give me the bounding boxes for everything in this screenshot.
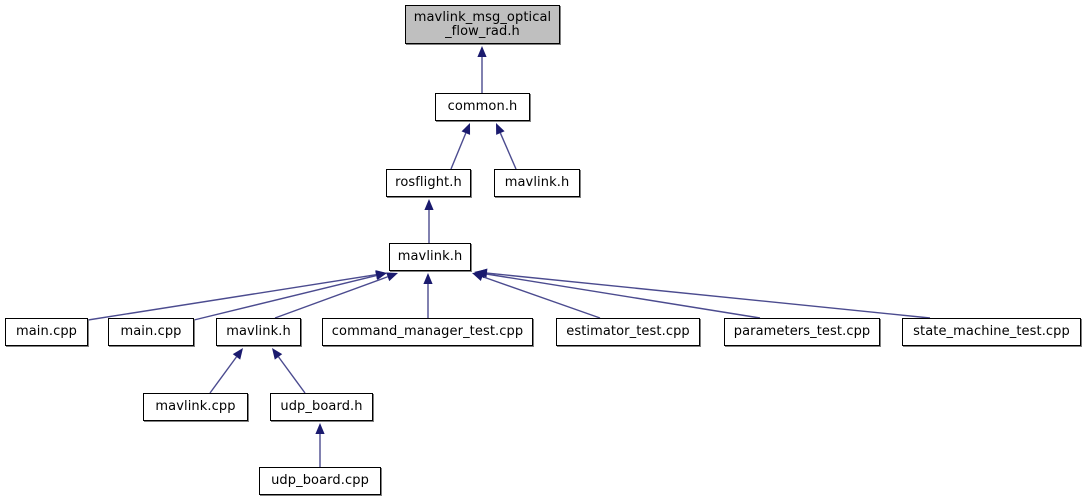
graph-edge xyxy=(477,46,487,93)
graph-node-estimator_test[interactable]: estimator_test.cpp xyxy=(556,318,700,346)
graph-edge-arrowhead xyxy=(375,271,387,281)
graph-edge-arrowhead xyxy=(477,46,487,57)
graph-node-parameters_test[interactable]: parameters_test.cpp xyxy=(724,318,880,346)
graph-node-command_manager_test[interactable]: command_manager_test.cpp xyxy=(322,318,533,346)
graph-edge xyxy=(315,423,325,467)
graph-edge-arrowhead xyxy=(476,268,488,278)
graph-edge xyxy=(209,348,243,394)
graph-edge-arrowhead xyxy=(424,199,434,210)
graph-edge xyxy=(472,272,601,319)
graph-node-mavlink_top[interactable]: mavlink.h xyxy=(494,169,580,197)
graph-edge-arrowhead xyxy=(423,273,433,284)
graph-node-mavlink_mid[interactable]: mavlink.h xyxy=(389,243,471,271)
graph-node-udp_board_h[interactable]: udp_board.h xyxy=(270,393,373,421)
graph-edge xyxy=(272,348,306,394)
graph-edge xyxy=(424,199,434,243)
graph-edge-arrowhead xyxy=(386,272,398,282)
graph-edge xyxy=(193,271,387,321)
graph-node-mavlink_cpp[interactable]: mavlink.cpp xyxy=(143,393,248,421)
graph-node-udp_board_cpp[interactable]: udp_board.cpp xyxy=(259,467,381,495)
graph-edge-arrowhead xyxy=(232,348,243,360)
graph-node-state_machine_test[interactable]: state_machine_test.cpp xyxy=(902,318,1081,346)
graph-edge xyxy=(450,123,471,170)
graph-node-main_cpp_1[interactable]: main.cpp xyxy=(5,318,88,346)
graph-edge xyxy=(87,270,387,321)
graph-node-rosflight[interactable]: rosflight.h xyxy=(386,169,471,197)
graph-edge xyxy=(474,269,761,319)
graph-edge xyxy=(476,268,931,319)
graph-edge-arrowhead xyxy=(472,272,484,281)
graph-edge xyxy=(423,273,433,318)
graph-edge-arrowhead xyxy=(272,348,283,360)
graph-edge-arrowhead xyxy=(496,123,505,135)
graph-edge-arrowhead xyxy=(461,123,471,135)
graph-node-main_cpp_2[interactable]: main.cpp xyxy=(108,318,194,346)
graph-edge xyxy=(496,123,517,170)
graph-edge-arrowhead xyxy=(315,423,325,434)
graph-edge xyxy=(274,272,398,319)
graph-node-mavlink_low[interactable]: mavlink.h xyxy=(216,318,301,346)
graph-node-root[interactable]: mavlink_msg_optical _flow_rad.h xyxy=(405,5,560,44)
graph-node-common[interactable]: common.h xyxy=(435,93,530,121)
graph-edge-arrowhead xyxy=(474,269,486,279)
graph-edge-arrowhead xyxy=(375,270,387,280)
